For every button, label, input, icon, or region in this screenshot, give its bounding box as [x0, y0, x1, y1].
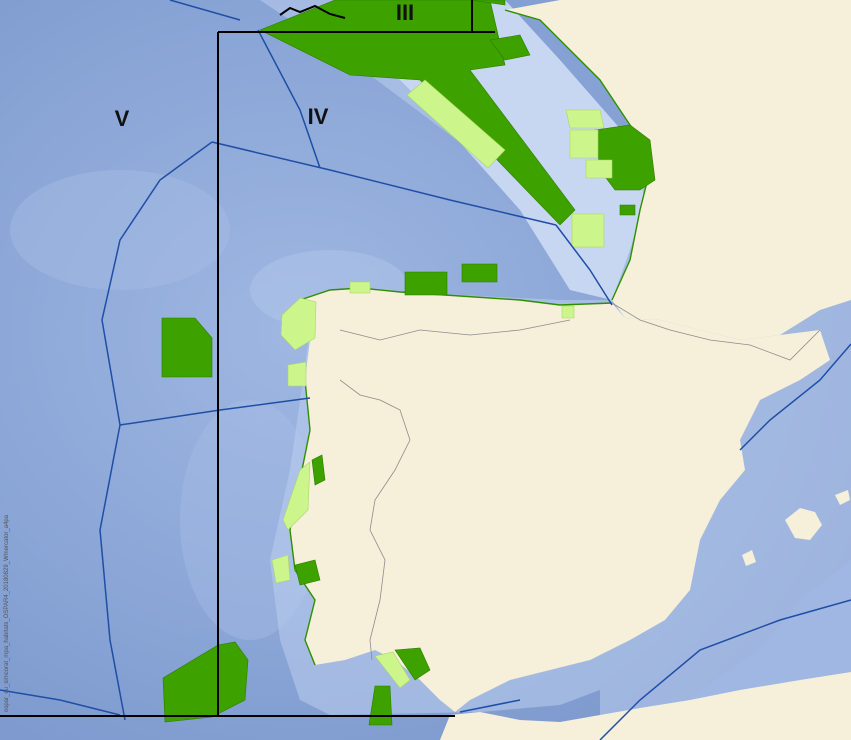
region-label-v: V	[115, 106, 130, 131]
mpa-cantabrian-west	[404, 271, 448, 296]
boundary-north-top	[169, 0, 241, 21]
mpa-portugal-coast-2	[294, 559, 321, 586]
boundary-iii-coast	[279, 4, 346, 19]
mpa-offshore-gorringe	[162, 641, 249, 723]
boundary-mid	[119, 397, 311, 426]
land-iberia	[290, 288, 830, 712]
mpa-portugal-light-2	[271, 554, 291, 584]
mpa-france-small	[619, 204, 636, 216]
land-france	[505, 0, 851, 340]
mpa-galicia-light-1	[280, 297, 317, 351]
land-ibiza	[742, 550, 756, 566]
region-label-iv: IV	[308, 104, 329, 129]
mpa-france-light-4	[571, 213, 605, 248]
land-north-africa	[440, 672, 851, 740]
boundary-iv-diagonal	[257, 29, 321, 169]
boundary-v-west	[99, 141, 213, 721]
boundary-iv-horizontal	[211, 141, 557, 226]
mpa-proposed-areas	[271, 79, 613, 689]
mpa-portugal-light-1	[282, 461, 311, 531]
region-label-iii: III	[396, 0, 414, 25]
country-borders	[339, 302, 821, 661]
mpa-brittany	[489, 34, 531, 61]
map-credit: ospar_eu_simcorat_mpa_habitats_OSPAR4_20…	[4, 514, 10, 712]
mpa-cantabrian-light	[349, 281, 371, 294]
boundary-biscay-south	[555, 224, 613, 306]
border-spain-portugal	[339, 379, 411, 661]
mpa-algarve-light	[374, 651, 411, 689]
mpa-biscay-large	[259, 0, 576, 226]
border-regions	[339, 319, 571, 341]
boundary-med-2	[599, 599, 851, 740]
mpa-biscay-light	[406, 79, 506, 169]
mpa-galicia-light-2	[287, 361, 307, 387]
mpa-cantabrian-east	[461, 263, 498, 283]
mpa-biscay-strip	[469, 0, 506, 6]
mpa-cantabrian-light-2	[561, 305, 575, 319]
seabed-texture	[10, 170, 230, 290]
boundary-med-1	[739, 343, 851, 451]
land-mallorca	[785, 508, 822, 540]
border-spain-france	[611, 302, 821, 361]
mpa-france-light-2	[569, 129, 599, 159]
boundary-southwest	[0, 689, 121, 716]
mpa-france-light-3	[585, 159, 613, 179]
ospar-region-boundaries	[0, 0, 495, 717]
mpa-france-light-1	[565, 109, 605, 129]
land-menorca	[835, 490, 850, 505]
coast-portugal	[289, 379, 316, 666]
mpa-portugal-coast-1	[311, 454, 326, 486]
boundary-med-3	[459, 699, 521, 713]
mpa-algarve	[394, 647, 431, 681]
mpa-offshore-galicia	[161, 317, 213, 378]
